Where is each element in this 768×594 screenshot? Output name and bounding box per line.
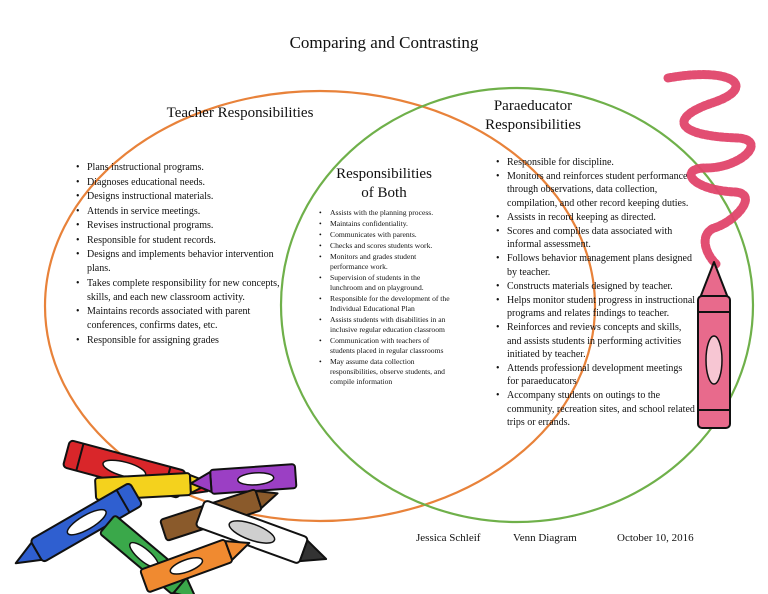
paraeducator-heading-line1: Paraeducator bbox=[493, 98, 573, 114]
shared-responsibilities-list: Assists with the planning process. Maint… bbox=[319, 208, 455, 388]
teacher-item: Responsible for assigning grades bbox=[76, 334, 286, 348]
shared-item: May assume data collection responsibilit… bbox=[319, 357, 455, 387]
pink-crayon-illustration bbox=[663, 70, 756, 429]
shared-item: Assists with the planning process. bbox=[319, 208, 455, 218]
purple-crayon-icon bbox=[189, 463, 298, 495]
shared-item: Checks and scores students work. bbox=[319, 241, 455, 251]
shared-item: Supervision of students in the lunchroom… bbox=[319, 273, 455, 293]
paraeducator-responsibilities-list: Responsible for discipline. Monitors and… bbox=[496, 156, 696, 430]
footer-date: October 10, 2016 bbox=[617, 532, 694, 544]
paraeducator-item: Helps monitor student progress in instru… bbox=[496, 294, 696, 320]
paraeducator-heading-line2: Responsibilities bbox=[485, 117, 581, 133]
teacher-item: Diagnoses educational needs. bbox=[76, 176, 286, 190]
shared-item: Responsible for the development of the I… bbox=[319, 294, 455, 314]
teacher-item: Designs instructional materials. bbox=[76, 190, 286, 204]
orange-crayon-icon bbox=[139, 539, 251, 593]
both-heading-line2: of Both bbox=[361, 185, 407, 201]
shared-item: Monitors and grades student performance … bbox=[319, 252, 455, 272]
page-title: Comparing and Contrasting bbox=[289, 33, 479, 52]
paraeducator-item: Follows behavior management plans design… bbox=[496, 252, 696, 278]
teacher-item: Plans instructional programs. bbox=[76, 161, 286, 175]
blue-crayon-icon bbox=[14, 482, 143, 565]
paraeducator-item: Scores and compiles data associated with… bbox=[496, 225, 696, 251]
teacher-heading-text: Teacher Responsibilities bbox=[166, 105, 314, 121]
teacher-heading: Teacher Responsibilities bbox=[150, 104, 330, 123]
shared-item: Assists students with disabilities in an… bbox=[319, 315, 455, 335]
teacher-item: Revises instructional programs. bbox=[76, 219, 286, 233]
paraeducator-item: Monitors and reinforces student performa… bbox=[496, 170, 696, 210]
paraeducator-heading: Paraeducator Responsibilities bbox=[458, 97, 608, 135]
paraeducator-item: Constructs materials designed by teacher… bbox=[496, 280, 696, 293]
footer-author: Jessica Schleif bbox=[416, 532, 481, 544]
crayon-pile-illustration bbox=[14, 439, 328, 594]
paraeducator-item: Accompany students on outings to the com… bbox=[496, 389, 696, 429]
footer-doc-type: Venn Diagram bbox=[513, 532, 577, 544]
pink-crayon-icon bbox=[697, 261, 731, 429]
teacher-item: Responsible for student records. bbox=[76, 234, 286, 248]
shared-item: Maintains confidentiality. bbox=[319, 219, 455, 229]
shared-item: Communicates with parents. bbox=[319, 230, 455, 240]
paraeducator-item: Assists in record keeping as directed. bbox=[496, 211, 696, 224]
both-heading-line1: Responsibilities bbox=[336, 166, 432, 182]
teacher-responsibilities-list: Plans instructional programs. Diagnoses … bbox=[76, 161, 286, 348]
paraeducator-item: Reinforces and reviews concepts and skil… bbox=[496, 321, 696, 361]
teacher-item: Designs and implements behavior interven… bbox=[76, 248, 286, 276]
scribble-icon bbox=[663, 70, 756, 269]
both-heading: Responsibilities of Both bbox=[314, 165, 454, 203]
paraeducator-item: Attends professional development meeting… bbox=[496, 362, 696, 388]
shared-item: Communication with teachers of students … bbox=[319, 336, 455, 356]
teacher-item: Maintains records associated with parent… bbox=[76, 305, 286, 333]
paraeducator-item: Responsible for discipline. bbox=[496, 156, 696, 169]
teacher-item: Attends in service meetings. bbox=[76, 205, 286, 219]
teacher-item: Takes complete responsibility for new co… bbox=[76, 277, 286, 305]
